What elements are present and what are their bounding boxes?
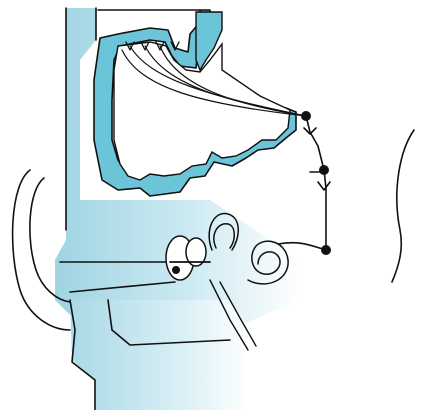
relay-chain — [304, 116, 330, 250]
synapse-dot — [301, 111, 311, 121]
synapse-dot — [172, 266, 180, 274]
synapse-dot — [321, 245, 331, 255]
lower-tissue — [70, 300, 250, 410]
synapse-dot — [319, 165, 329, 175]
cochlear-nerve — [278, 243, 326, 250]
face-outline — [392, 130, 414, 282]
